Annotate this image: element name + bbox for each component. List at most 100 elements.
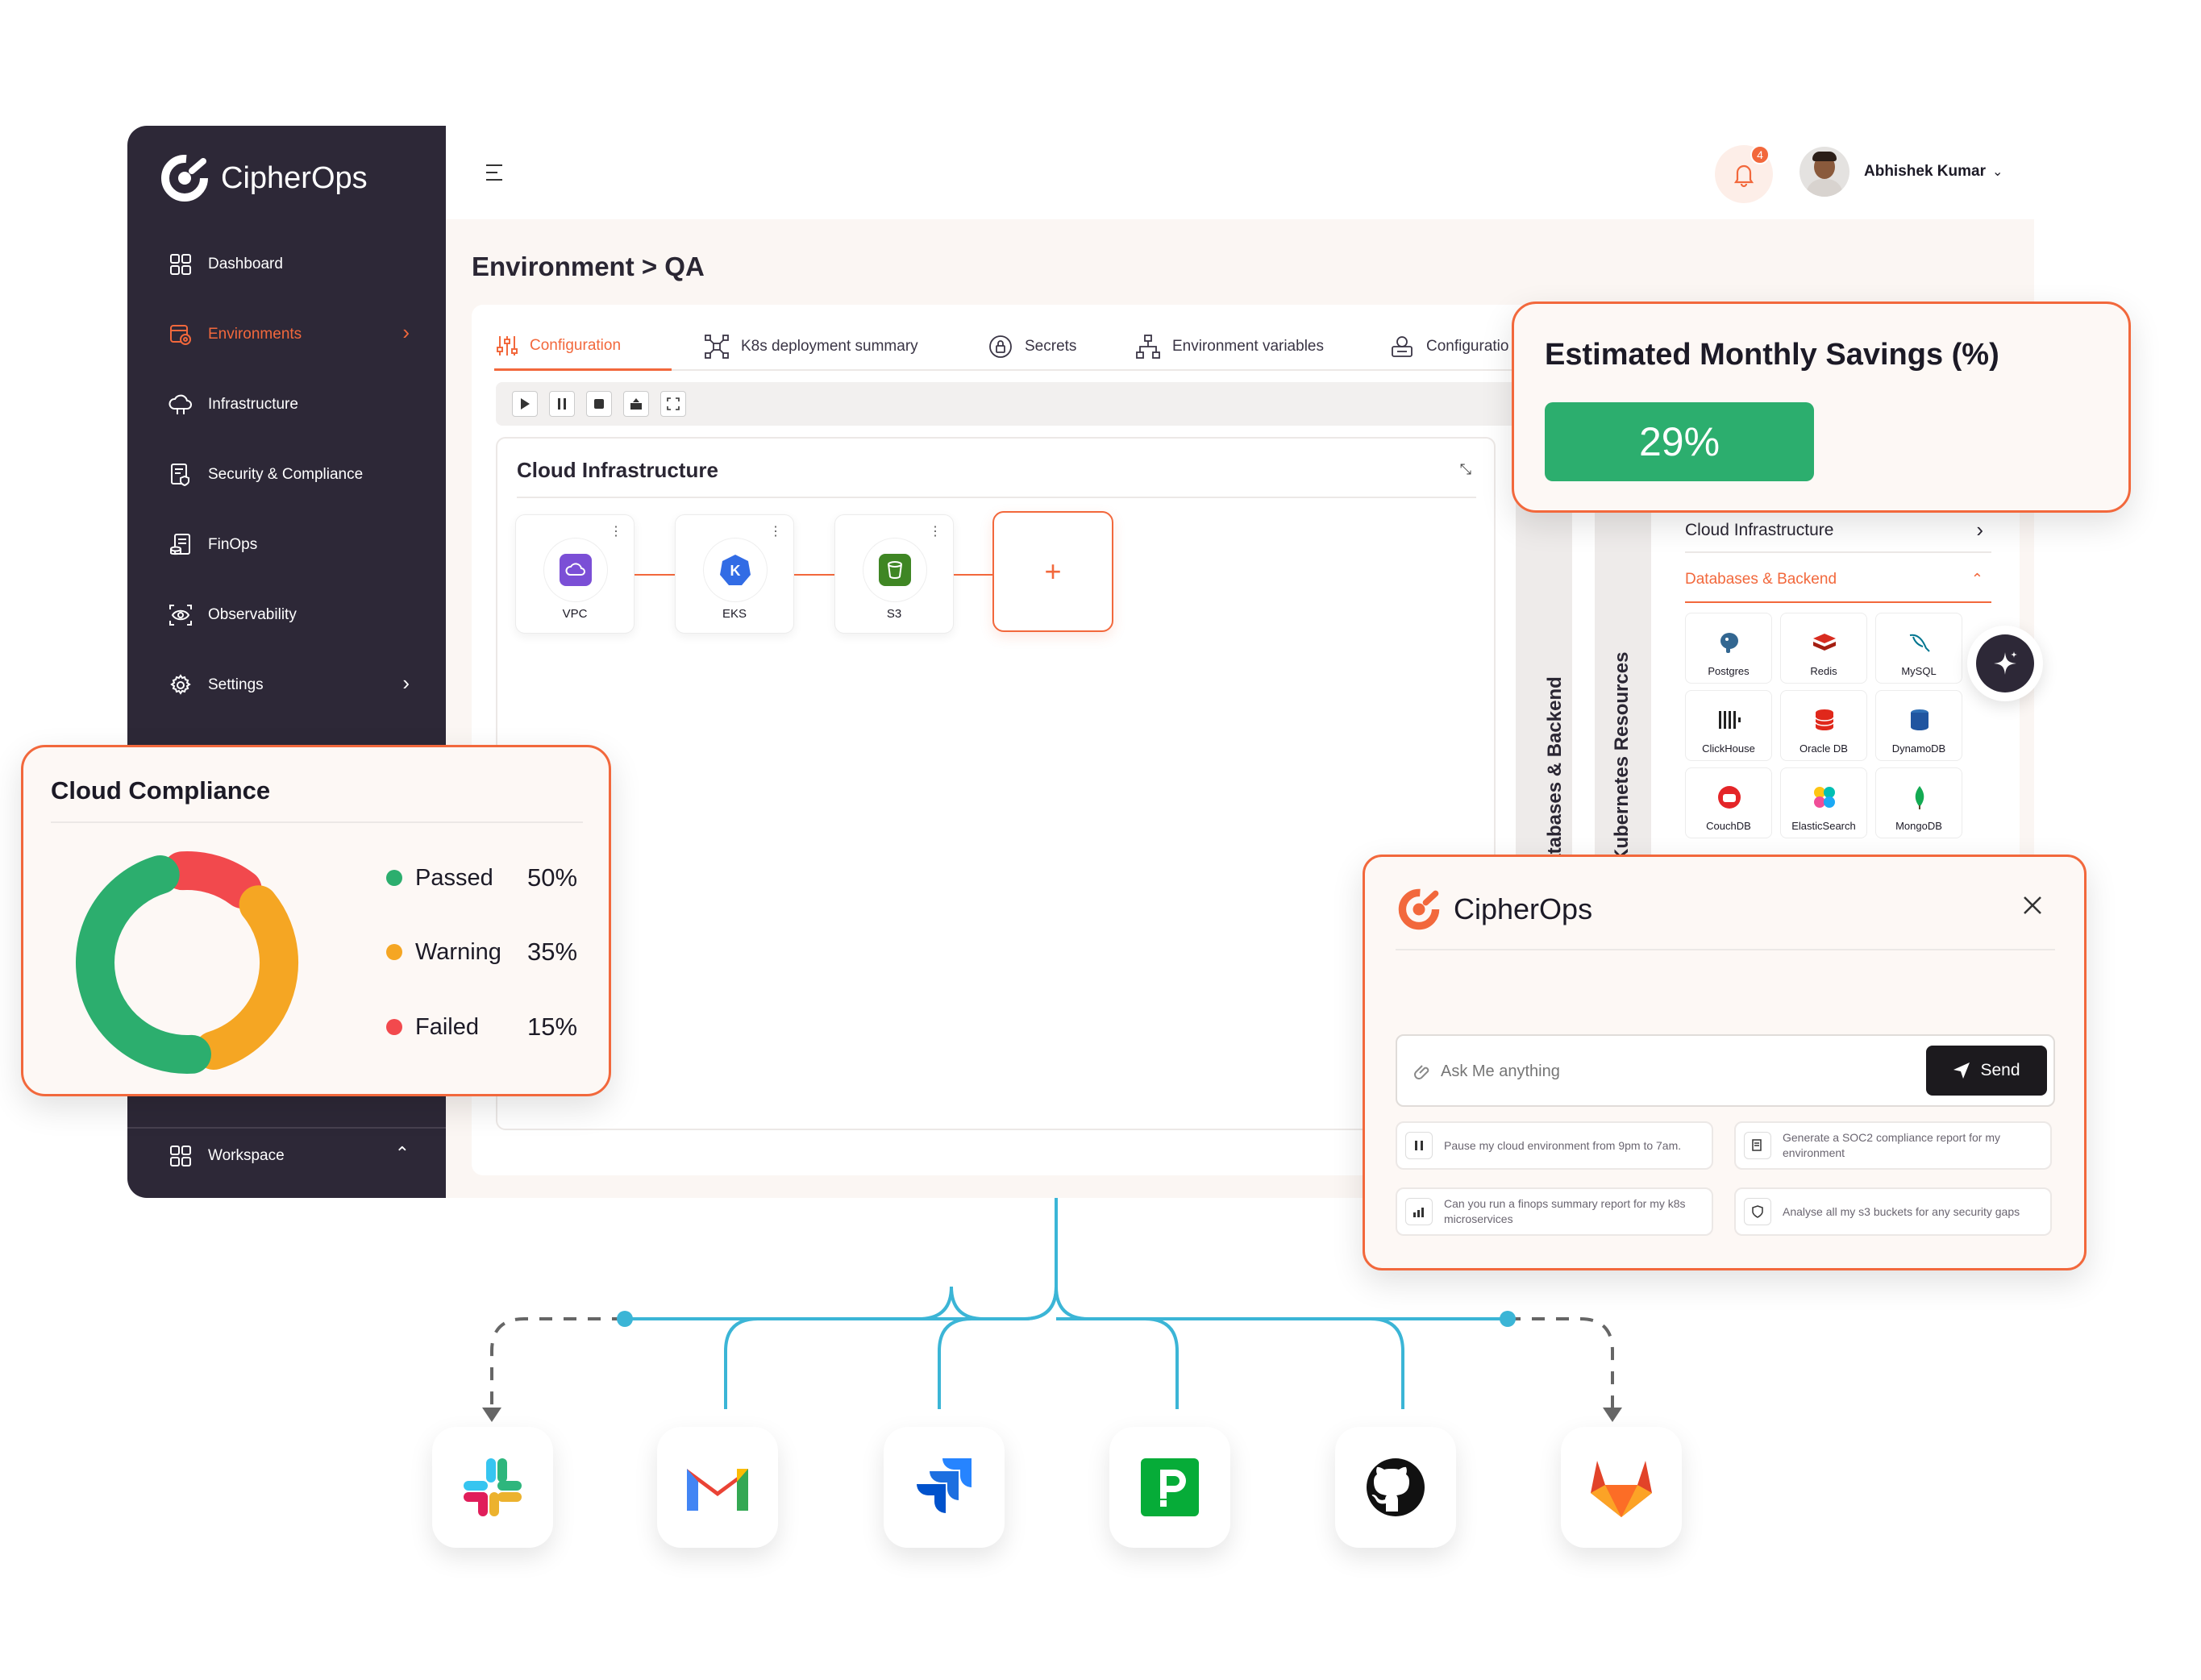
chart-icon <box>1405 1198 1433 1225</box>
sidebar-item-infrastructure[interactable]: Infrastructure <box>168 380 410 429</box>
legend-label: Warning <box>415 938 501 965</box>
integration-jira[interactable] <box>884 1427 1005 1548</box>
sparkle-icon <box>1976 634 2034 692</box>
brand-logo[interactable]: CipherOps <box>160 153 368 203</box>
db-postgres[interactable]: Postgres <box>1685 613 1772 684</box>
close-icon[interactable] <box>2020 892 2045 918</box>
notification-button[interactable]: 4 <box>1715 145 1773 203</box>
gitlab-icon <box>1591 1461 1652 1517</box>
tab-k8s-deployment-summary[interactable]: K8s deployment summary <box>704 322 918 371</box>
sidebar-item-observability[interactable]: Observability <box>168 591 410 639</box>
sidebar-item-dashboard[interactable]: Dashboard <box>168 240 410 289</box>
grid-icon <box>168 252 193 277</box>
vertical-tab-databases[interactable]: Databases & Backend <box>1516 484 1572 903</box>
db-label: DynamoDB <box>1891 742 1946 755</box>
integration-slack[interactable] <box>432 1427 553 1548</box>
section-databases-backend[interactable]: Databases & Backend ⌃ <box>1685 571 1991 603</box>
db-label: Postgres <box>1708 665 1750 677</box>
node-eks[interactable]: ⋮ K EKS <box>675 514 794 634</box>
db-mongodb[interactable]: MongoDB <box>1875 767 1962 838</box>
sidebar-item-settings[interactable]: Settings › <box>168 661 410 709</box>
add-node-button[interactable]: + <box>992 511 1113 632</box>
assistant-brand: CipherOps <box>1396 886 1592 933</box>
couchdb-icon <box>1713 781 1745 813</box>
collapse-icon[interactable]: ⤡ <box>1459 461 1471 477</box>
legend-dot <box>386 870 402 886</box>
export-icon[interactable] <box>623 391 649 417</box>
chat-input[interactable] <box>1441 1055 1892 1087</box>
sidebar-item-environments[interactable]: Environments › <box>168 310 410 359</box>
play-icon[interactable] <box>512 391 538 417</box>
stop-icon[interactable] <box>586 391 612 417</box>
suggestion-chip[interactable]: Can you run a finops summary report for … <box>1396 1187 1713 1236</box>
compliance-title: Cloud Compliance <box>51 776 271 805</box>
db-couchdb[interactable]: CouchDB <box>1685 767 1772 838</box>
sidebar-item-security-compliance[interactable]: Security & Compliance <box>168 451 410 499</box>
section-cloud-infrastructure[interactable]: Cloud Infrastructure › <box>1685 518 1991 553</box>
integration-pagerduty[interactable] <box>1109 1427 1230 1548</box>
document-icon <box>1744 1132 1771 1159</box>
elasticsearch-icon <box>1808 781 1841 813</box>
tab-secrets[interactable]: Secrets <box>988 322 1076 371</box>
vertical-tab-label: Kubernetes Resources <box>1611 651 1633 863</box>
section-label: Cloud Infrastructure <box>1685 521 1834 539</box>
db-elasticsearch[interactable]: ElasticSearch <box>1780 767 1867 838</box>
db-clickhouse[interactable]: ClickHouse <box>1685 690 1772 761</box>
assistant-panel: CipherOps Send Pause my cloud environmen… <box>1363 855 2087 1270</box>
node-connector <box>635 574 681 576</box>
send-button[interactable]: Send <box>1926 1046 2047 1096</box>
gmail-icon <box>687 1469 748 1511</box>
integration-gitlab[interactable] <box>1561 1427 1682 1548</box>
infrastructure-canvas: Cloud Infrastructure ⤡ ⋮ VPC ⋮ K EKS ⋮ S… <box>496 437 1496 1130</box>
user-config-icon <box>1392 336 1413 357</box>
fullscreen-icon[interactable] <box>660 391 686 417</box>
db-mysql[interactable]: MySQL <box>1875 613 1962 684</box>
postgres-icon <box>1713 626 1745 659</box>
kebab-menu-icon[interactable]: ⋮ <box>929 525 942 539</box>
suggestion-chip[interactable]: Analyse all my s3 buckets for any securi… <box>1734 1187 2052 1236</box>
db-dynamodb[interactable]: DynamoDB <box>1875 690 1962 761</box>
attachment-icon[interactable] <box>1412 1060 1433 1081</box>
mysql-icon <box>1904 626 1936 659</box>
db-redis[interactable]: Redis <box>1780 613 1867 684</box>
sidebar-item-finops[interactable]: FinOps <box>168 521 410 569</box>
vertical-tab-kubernetes[interactable]: Kubernetes Resources <box>1595 484 1651 903</box>
tab-configuration[interactable]: Configuration <box>494 322 672 371</box>
pause-icon[interactable] <box>549 391 575 417</box>
ai-assistant-button[interactable] <box>1967 626 2043 701</box>
send-icon <box>1953 1062 1970 1079</box>
kubernetes-icon: K <box>703 538 768 602</box>
jira-icon <box>917 1458 972 1513</box>
vpc-icon <box>543 538 608 602</box>
node-s3[interactable]: ⋮ S3 <box>834 514 954 634</box>
workspace-switcher[interactable]: Workspace ⌃ <box>168 1132 410 1180</box>
chevron-right-icon: › <box>402 671 410 695</box>
page-title: Environment > QA <box>472 252 705 281</box>
sliders-icon <box>497 335 518 356</box>
integration-gmail[interactable] <box>657 1427 778 1548</box>
chevron-up-icon: ⌃ <box>394 1143 410 1163</box>
db-label: ClickHouse <box>1702 742 1755 755</box>
tab-environment-variables[interactable]: Environment variables <box>1135 322 1324 371</box>
vertical-tab-label: Databases & Backend <box>1544 676 1566 879</box>
legend-dot <box>386 1019 402 1035</box>
node-vpc[interactable]: ⋮ VPC <box>515 514 635 634</box>
kebab-menu-icon[interactable]: ⋮ <box>769 525 782 539</box>
tab-bar: Configuration K8s deployment summary Sec… <box>494 322 1518 371</box>
db-oracle[interactable]: Oracle DB <box>1780 690 1867 761</box>
user-menu[interactable]: Abhishek Kumar ⌄ <box>1799 147 2003 197</box>
node-connector <box>954 574 1001 576</box>
integration-github[interactable] <box>1335 1427 1456 1548</box>
notification-badge: 4 <box>1750 145 1770 164</box>
chevron-right-icon: › <box>1976 518 1983 542</box>
tab-configuration-2[interactable]: Configuratio <box>1389 322 1508 371</box>
document-shield-icon <box>168 462 193 488</box>
shield-icon <box>1744 1198 1771 1225</box>
avatar <box>1799 147 1849 197</box>
suggestion-chip[interactable]: Generate a SOC2 compliance report for my… <box>1734 1121 2052 1170</box>
menu-toggle-icon[interactable] <box>486 164 506 182</box>
sidebar-item-label: FinOps <box>208 536 258 553</box>
suggestion-chip[interactable]: Pause my cloud environment from 9pm to 7… <box>1396 1121 1713 1170</box>
kebab-menu-icon[interactable]: ⋮ <box>610 525 622 539</box>
